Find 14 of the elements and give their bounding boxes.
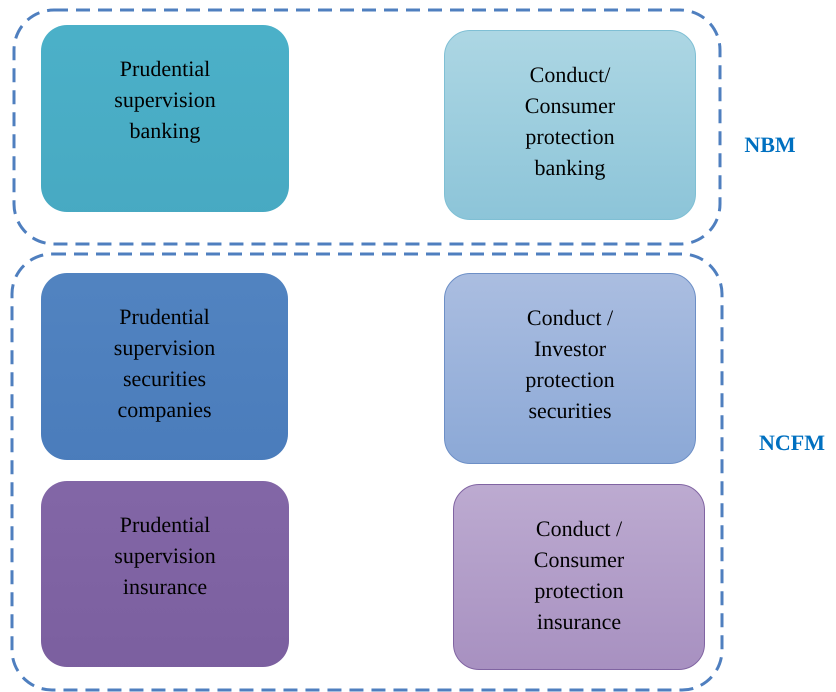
- group-label: NCFM: [759, 430, 825, 456]
- rounded-box: [444, 30, 696, 220]
- box-text: Conduct / Consumer protection insurance: [532, 515, 626, 636]
- rounded-box: [41, 481, 289, 667]
- group-label: NBM: [744, 132, 796, 158]
- box-text: Conduct / Investor protection securities: [524, 304, 616, 425]
- rounded-box: [41, 273, 288, 460]
- rounded-box: [444, 273, 696, 464]
- box-text: Prudential supervision securities companies: [112, 303, 216, 424]
- box-text: Prudential supervision banking: [113, 55, 217, 145]
- box-text: Conduct/ Consumer protection banking: [524, 61, 616, 182]
- box-text: Prudential supervision insurance: [113, 511, 217, 601]
- rounded-box: [41, 25, 289, 212]
- rounded-box: [453, 484, 705, 670]
